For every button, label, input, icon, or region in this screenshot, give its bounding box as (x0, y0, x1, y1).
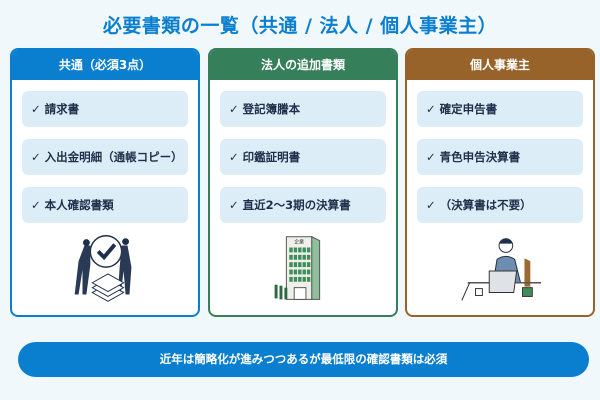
card-common: 共通（必須3点） ✓ 請求書 ✓ 入出金明細（通帳コピー） ✓ 本人確認書類 (10, 48, 200, 317)
card-header: 個人事業主 (407, 50, 593, 80)
building-window (289, 254, 293, 260)
building-window (298, 269, 302, 275)
building-sign: 企業 (294, 239, 304, 246)
card-header: 法人の追加書類 (210, 50, 396, 80)
building-window (293, 247, 298, 253)
building-window (293, 269, 298, 275)
building-window (293, 254, 298, 260)
person-at-laptop-illustration (461, 238, 542, 301)
card-header: 共通（必須3点） (12, 50, 198, 80)
card-individual: 個人事業主 ✓ 確定申告書 ✓ 青色申告決算書 ✓ （決算書は不要） (405, 48, 595, 317)
building-window (293, 276, 298, 282)
list-item: ✓ 入出金明細（通帳コピー） (22, 139, 188, 175)
building-window (302, 276, 306, 282)
list-item: ✓ 印鑑証明書 (220, 139, 386, 175)
building-window (302, 269, 306, 275)
list-item: ✓ 登記簿謄本 (220, 91, 386, 127)
list-item: ✓ 青色申告決算書 (417, 139, 583, 175)
list-item: ✓ 直近2〜3期の決算書 (220, 187, 386, 223)
building-window (289, 247, 293, 253)
page-title: 必要書類の一覧（共通 / 法人 / 個人事業主） (102, 15, 498, 37)
building-window (298, 247, 302, 253)
building-window (302, 247, 306, 253)
card-corporate: 法人の追加書類 ✓ 登記簿謄本 ✓ 印鑑証明書 ✓ 直近2〜3期の決算書 企業 (208, 48, 398, 317)
building-window (306, 247, 311, 253)
building-window (302, 262, 306, 268)
building-window (289, 276, 293, 282)
building-window (306, 276, 311, 282)
list-item: ✓ 本人確認書類 (22, 187, 188, 223)
list-item: ✓ 確定申告書 (417, 91, 583, 127)
building-window (306, 254, 311, 260)
building-window (298, 276, 302, 282)
building-window (302, 254, 306, 260)
building-window (298, 254, 302, 260)
building-window (306, 269, 311, 275)
building-window (306, 262, 311, 268)
business-people-checkmark-illustration (74, 235, 132, 302)
summary-banner: 近年は簡略化が進みつつあるが最低限の確認書類は必須 (18, 342, 589, 377)
office-building-illustration: 企業 (274, 235, 321, 300)
list-item: ✓ 請求書 (22, 91, 188, 127)
building-window (289, 269, 293, 275)
building-window (289, 262, 293, 268)
list-item: ✓ （決算書は不要） (417, 187, 583, 223)
building-window (293, 262, 298, 268)
building-window (298, 262, 302, 268)
